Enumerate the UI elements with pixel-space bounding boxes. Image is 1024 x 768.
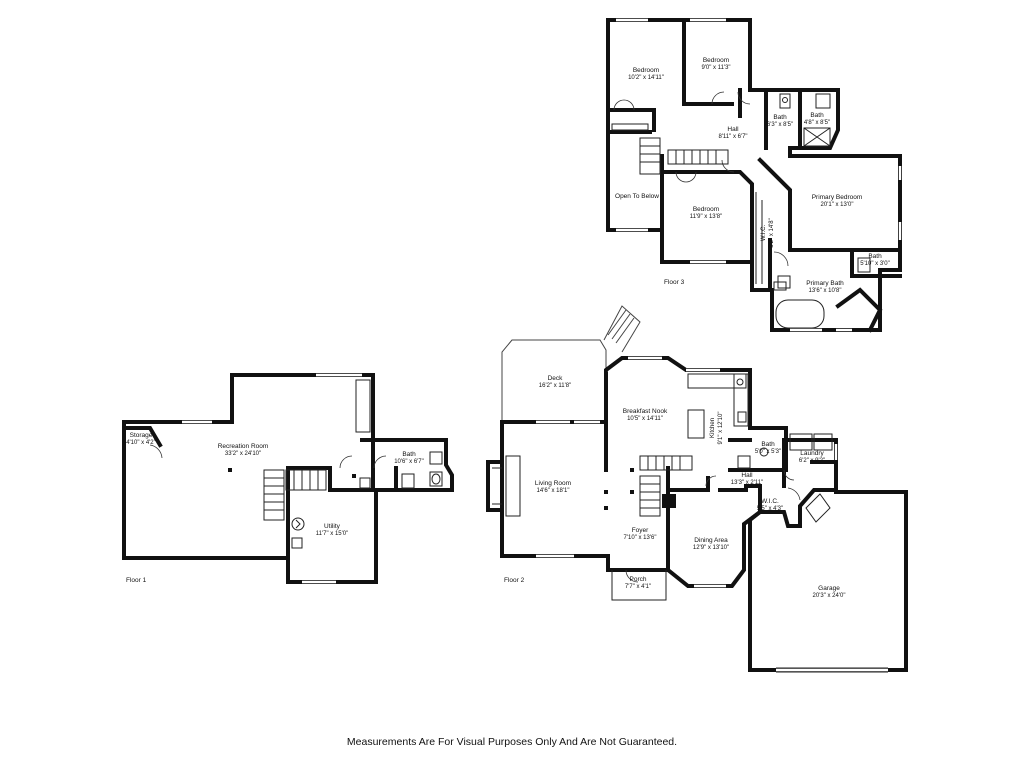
room-dims: 10'6" x 6'7" — [394, 459, 424, 465]
room-dims: 7'10" x 13'6" — [624, 535, 657, 541]
room-dims: 9'1" x 12'10" — [718, 412, 724, 445]
room-name: Bath — [402, 451, 416, 458]
room-dims: 10'5" x 14'11" — [627, 416, 663, 422]
room-name: Hall — [727, 126, 739, 133]
floor-label: Floor 1 — [126, 577, 147, 584]
room-name: Foyer — [632, 527, 649, 534]
room-name: Bath — [773, 114, 787, 121]
room-name: Kitchen — [710, 418, 716, 438]
room-dims: 14'6" x 18'1" — [537, 488, 570, 494]
room-name: Primary Bedroom — [812, 194, 863, 201]
room-dims: 8'11" x 6'7" — [718, 134, 747, 140]
room-dims: 13'3" x 2'11" — [731, 480, 763, 486]
room-dims: 6'2" x 9'2" — [799, 458, 825, 464]
room-dims: 4'8" x 8'5" — [804, 120, 830, 126]
room-dims: 5'5" x 4'3" — [757, 506, 783, 512]
room-dims: 20'1" x 13'0" — [821, 202, 854, 208]
room-dims: 13'6" x 10'8" — [809, 288, 842, 294]
room-dims: 4'10" x 4'2" — [126, 440, 156, 446]
room-dims: 5'10" x 3'0" — [860, 261, 890, 267]
room-dims: 12'9" x 13'10" — [693, 545, 729, 551]
room-name: Hall — [741, 472, 753, 479]
room-name: Bath — [810, 112, 824, 119]
room-labels: Storage 4'10" x 4'2" Recreation Room 33'… — [126, 57, 890, 599]
room-name: Bedroom — [693, 206, 719, 213]
disclaimer-text: Measurements Are For Visual Purposes Onl… — [346, 736, 678, 748]
room-name: Utility — [324, 523, 341, 530]
room-name: Bedroom — [703, 57, 729, 64]
floor-2-plan — [486, 305, 908, 673]
floor-label: Floor 3 — [664, 279, 685, 286]
room-name: Recreation Room — [218, 443, 269, 450]
room-dims: 33'2" x 24'10" — [225, 451, 261, 457]
room-name: Laundry — [800, 450, 824, 457]
room-name: Living Room — [535, 480, 571, 487]
room-name: Bath — [868, 253, 882, 260]
room-dims: 20'3" x 24'0" — [813, 593, 846, 599]
room-name: Storage — [130, 432, 153, 439]
room-dims: 6'3" x 8'5" — [767, 122, 793, 128]
room-dims: 9'0" x 11'3" — [701, 65, 730, 71]
room-name: Deck — [548, 375, 564, 382]
room-name: Dining Area — [694, 537, 728, 544]
room-name: Open To Below — [615, 193, 659, 200]
floor-1-plan — [122, 373, 454, 584]
room-name: Porch — [630, 576, 647, 583]
room-dims: 11'7" x 15'0" — [316, 531, 348, 537]
room-dims: 5'0" x 5'3" — [755, 449, 781, 455]
room-dims: 5'2" x 14'8" — [769, 218, 775, 248]
room-dims: 10'2" x 14'11" — [628, 75, 664, 81]
room-name: Garage — [818, 585, 840, 592]
room-dims: 11'9" x 13'8" — [690, 214, 722, 220]
room-name: W.I.C. — [761, 225, 767, 242]
room-name: Bath — [761, 441, 775, 448]
room-dims: 7'7" x 4'1" — [625, 584, 651, 590]
room-name: Bedroom — [633, 67, 659, 74]
room-name: Breakfast Nook — [623, 408, 668, 415]
room-name: Primary Bath — [806, 280, 844, 287]
room-dims: 16'2" x 11'8" — [539, 383, 571, 389]
floor-label: Floor 2 — [504, 577, 525, 584]
room-name: W.I.C. — [761, 498, 779, 505]
floor-3-plan — [606, 18, 902, 333]
